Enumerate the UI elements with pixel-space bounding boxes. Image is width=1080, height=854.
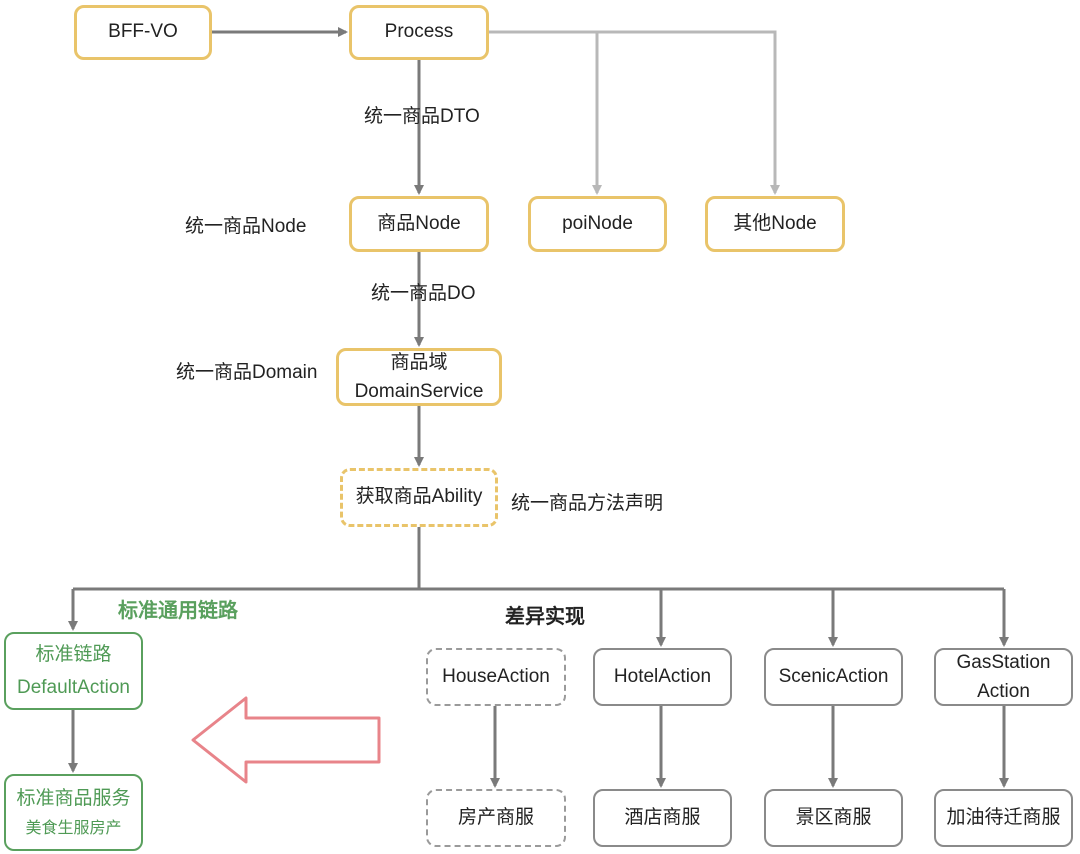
bff-vo-label: BFF-VO — [108, 21, 178, 43]
other-node[interactable]: 其他Node — [705, 196, 845, 252]
gas-service-node[interactable]: 加油待迁商服 — [934, 789, 1073, 847]
standard-service-line1: 标准商品服务 — [16, 787, 131, 809]
arrow-process-to-poi-node — [489, 30, 602, 195]
arrow-process-to-other-node — [597, 30, 780, 195]
unified-do-label: 统一商品DO — [371, 283, 476, 304]
standard-path-label: 标准通用链路 — [118, 600, 238, 622]
hotel-action-node[interactable]: HotelAction — [593, 648, 732, 706]
process-label: Process — [384, 21, 454, 43]
gas-station-action-node[interactable]: GasStation Action — [934, 648, 1073, 706]
scenic-service-label: 景区商服 — [795, 806, 872, 828]
get-product-ability-node[interactable]: 获取商品Ability — [340, 468, 498, 527]
unified-domain-label: 统一商品Domain — [176, 362, 318, 383]
hotel-action-label: HotelAction — [613, 665, 712, 687]
process-node[interactable]: Process — [349, 5, 489, 60]
gas-station-action-line1: GasStation — [956, 651, 1051, 673]
domain-service-line1: 商品域 — [390, 351, 448, 373]
house-service-node[interactable]: 房产商服 — [426, 789, 566, 847]
default-action-line1: 标准链路 — [35, 643, 112, 665]
scenic-action-node[interactable]: ScenicAction — [764, 648, 903, 706]
bff-vo-node[interactable]: BFF-VO — [74, 5, 212, 60]
diff-impl-label: 差异实现 — [505, 606, 585, 628]
scenic-action-label: ScenicAction — [778, 665, 889, 687]
unified-method-label: 统一商品方法声明 — [511, 493, 664, 514]
gas-service-label: 加油待迁商服 — [946, 806, 1061, 828]
unified-dto-label: 统一商品DTO — [364, 106, 480, 127]
big-left-arrow-icon — [191, 696, 381, 784]
house-action-label: HouseAction — [442, 665, 550, 687]
domain-service-line2: DomainService — [354, 381, 484, 402]
default-action-node[interactable]: 标准链路 DefaultAction — [4, 632, 143, 710]
default-action-line2: DefaultAction — [16, 677, 130, 698]
poi-node-label: poiNode — [562, 212, 633, 234]
unified-node-label: 统一商品Node — [185, 216, 307, 237]
domain-service-node[interactable]: 商品域 DomainService — [336, 348, 502, 406]
product-node[interactable]: 商品Node — [349, 196, 489, 252]
other-node-label: 其他Node — [733, 212, 817, 234]
standard-service-node[interactable]: 标准商品服务 美食生服房产 — [4, 774, 143, 851]
poi-node[interactable]: poiNode — [528, 196, 667, 252]
scenic-service-node[interactable]: 景区商服 — [764, 789, 903, 847]
get-product-ability-label: 获取商品Ability — [355, 486, 483, 508]
gas-station-action-line2: Action — [977, 681, 1030, 702]
product-node-label: 商品Node — [377, 212, 461, 234]
hotel-service-node[interactable]: 酒店商服 — [593, 789, 732, 847]
house-action-node[interactable]: HouseAction — [426, 648, 566, 706]
house-service-label: 房产商服 — [457, 806, 534, 828]
hotel-service-label: 酒店商服 — [624, 806, 701, 828]
standard-service-line2: 美食生服房产 — [25, 820, 122, 838]
